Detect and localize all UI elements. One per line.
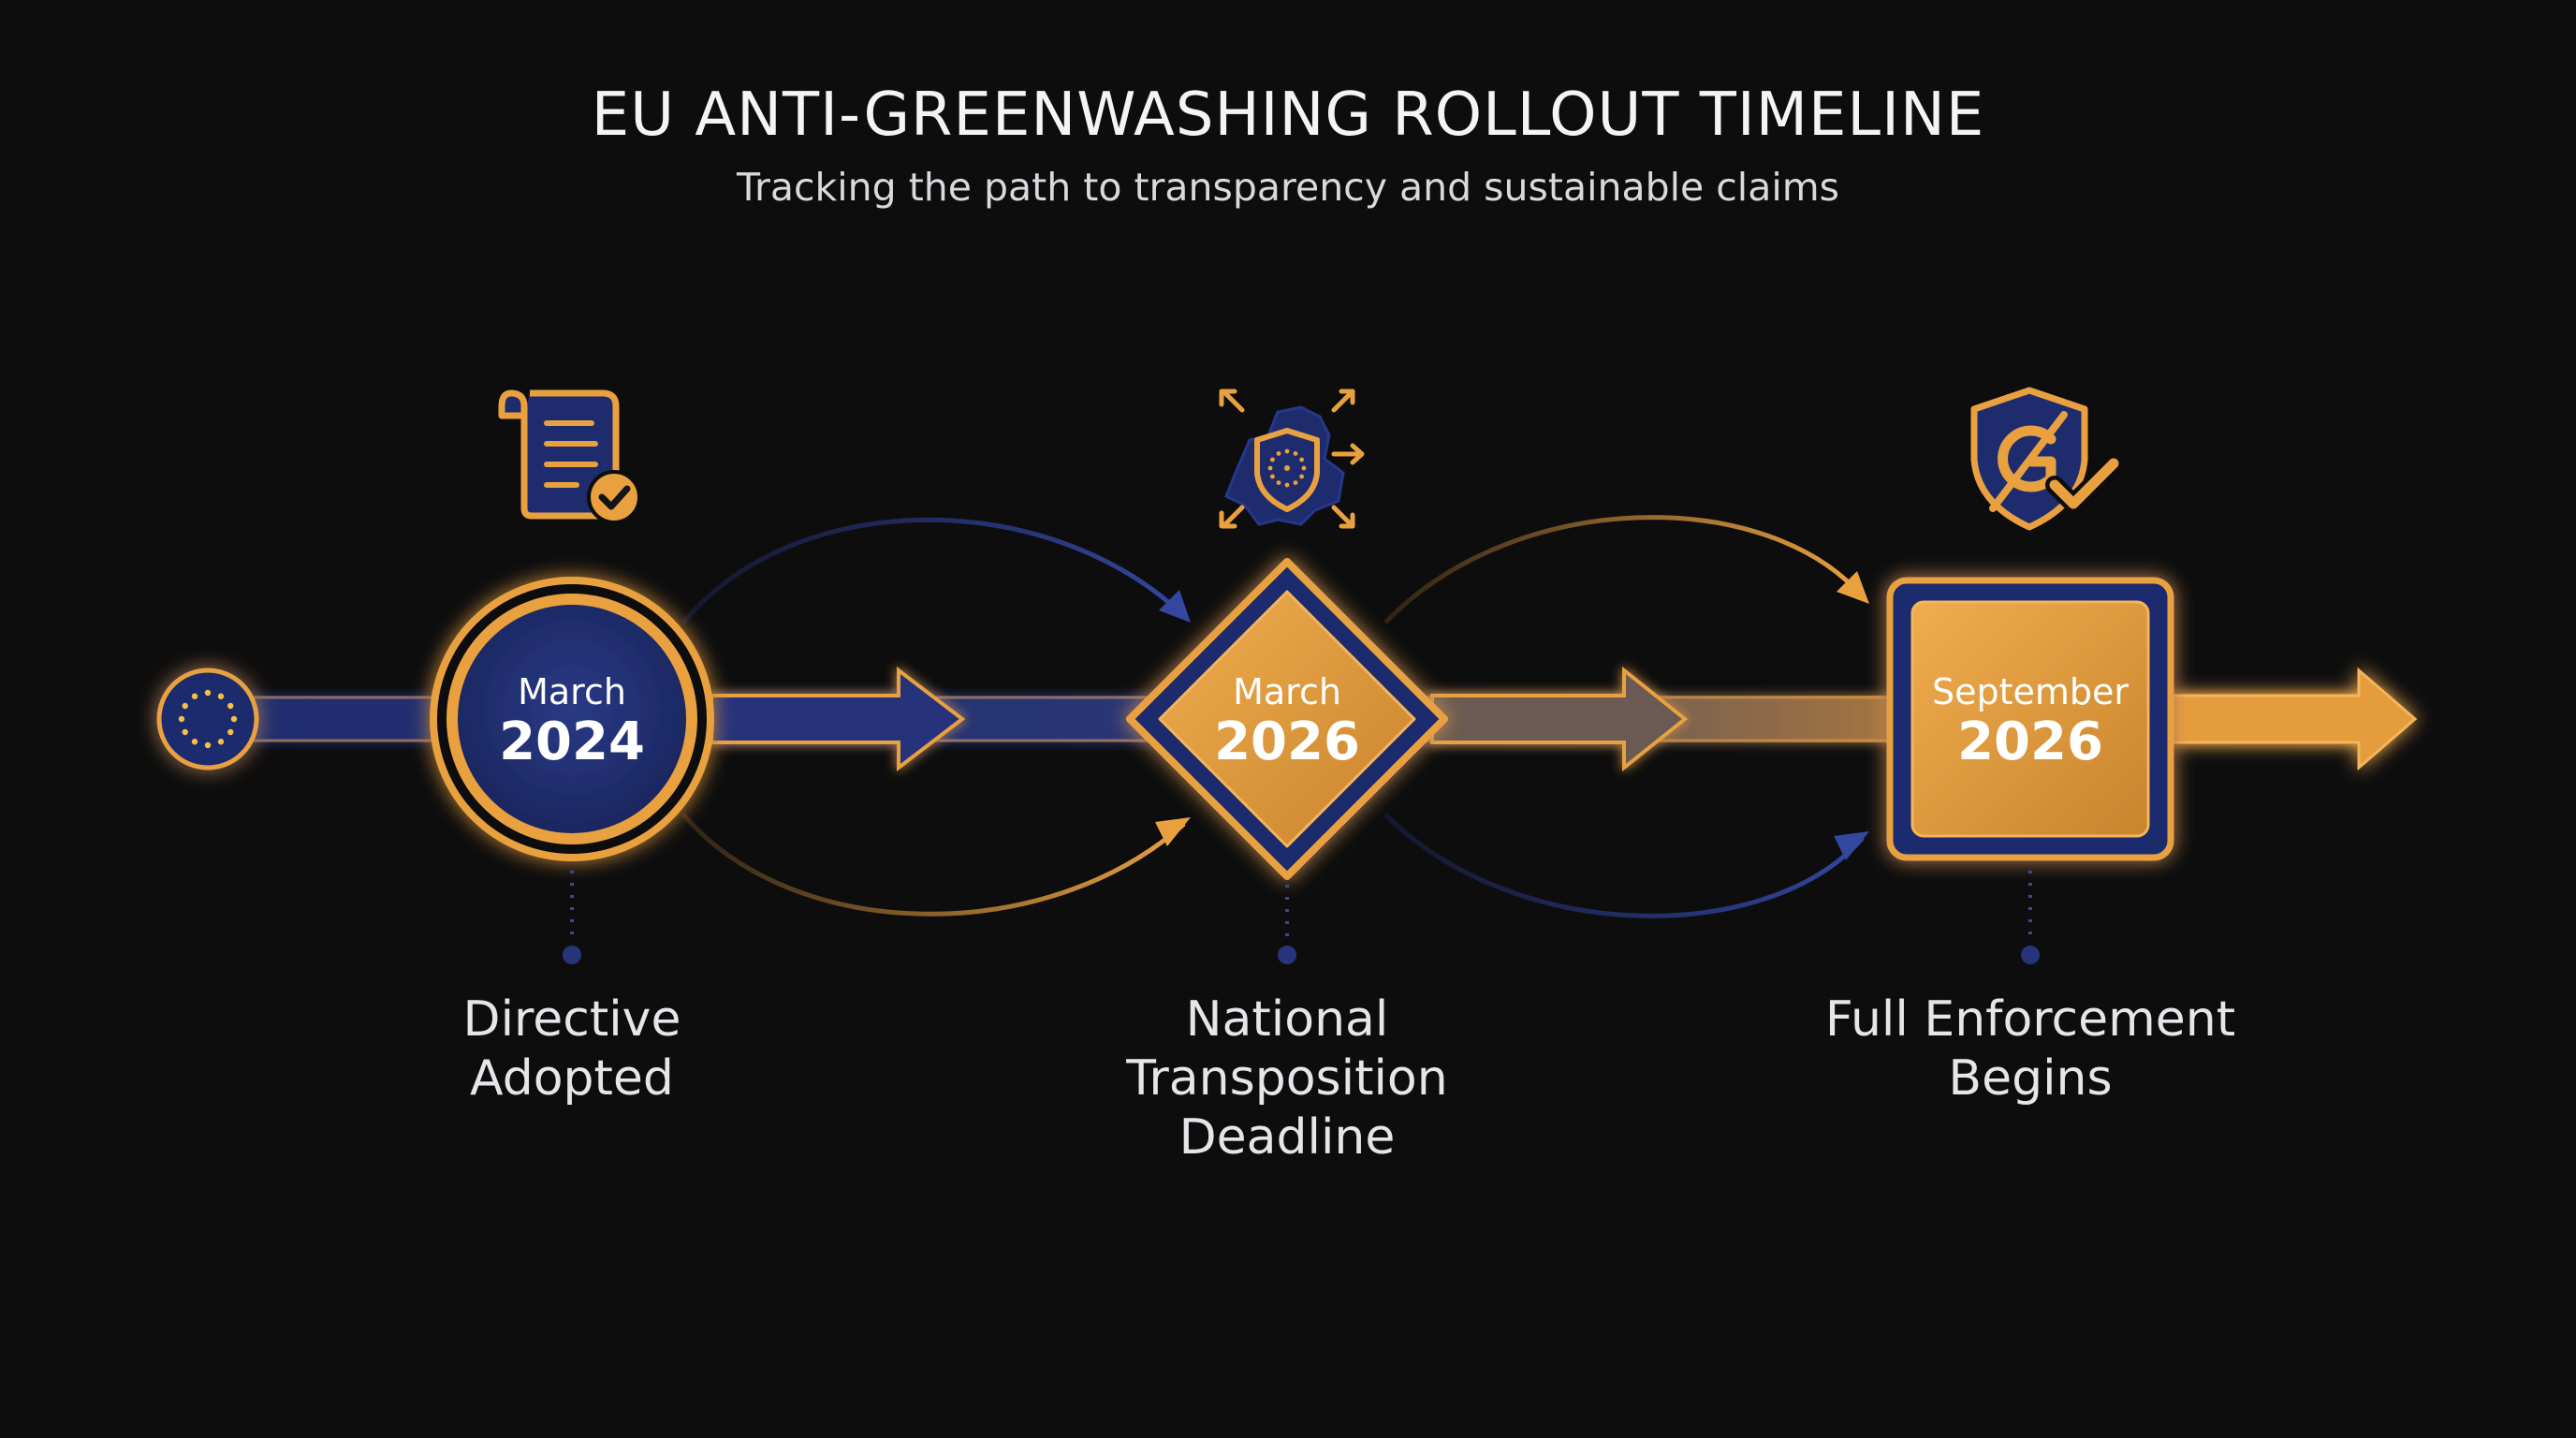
milestone-2-label: National Transposition Deadline (1006, 990, 1568, 1167)
band-arrow-2 (1430, 666, 1689, 772)
eu-star-icon (1293, 451, 1298, 456)
eu-star-icon (1301, 465, 1307, 471)
milestone-1-label: Directive Adopted (338, 990, 806, 1108)
page-title: EU ANTI-GREENWASHING ROLLOUT TIMELINE (591, 81, 1985, 150)
milestone-3-label-line: Full Enforcement (1824, 991, 2236, 1048)
leader-lines (563, 871, 2040, 964)
eu-star-icon (1293, 480, 1298, 485)
eu-star-icon (191, 693, 198, 699)
milestone-1-label-line: Adopted (470, 1050, 674, 1107)
arrowhead-top-2 (1837, 571, 1869, 604)
arc-top-1 (681, 517, 1186, 624)
page-subtitle: Tracking the path to transparency and su… (736, 165, 1840, 210)
milestone-1-circle (430, 577, 714, 861)
eu-star-icon (227, 728, 234, 736)
band-arrow-1 (710, 666, 966, 772)
milestone-3-label: Full Enforcement Begins (1749, 990, 2311, 1108)
eu-star-icon (1299, 474, 1304, 479)
arc-top-2 (1383, 515, 1865, 624)
milestone-2-label-line: National (1185, 991, 1389, 1048)
milestone-3-label-line: Begins (1948, 1050, 2113, 1107)
milestone-2-month: March (1233, 671, 1341, 712)
milestone-2-year: 2026 (1214, 712, 1360, 772)
arc-bottom-2 (1383, 813, 1865, 918)
eu-star-icon (178, 715, 185, 723)
eu-star-icon (204, 741, 212, 749)
connector-arcs (681, 515, 1865, 918)
document-check-icon (498, 389, 641, 524)
eu-star-icon (1284, 482, 1290, 488)
shield-check-icon (1970, 387, 2123, 531)
milestone-1-month: March (518, 671, 626, 712)
eu-star-icon (217, 693, 225, 699)
arrowhead-top-1 (1159, 590, 1191, 623)
arc-bottom-1 (681, 813, 1186, 917)
eu-star-icon (182, 728, 188, 736)
eu-star-icon (1284, 448, 1290, 454)
milestone-3-month: September (1931, 671, 2130, 712)
eu-star-icon (1276, 451, 1281, 456)
eu-star-icon (1276, 480, 1281, 485)
milestone-3-square (1886, 577, 2174, 861)
eu-map-shield-icon (1219, 389, 1365, 529)
milestone-2-diamond (1126, 558, 1448, 880)
milestone-1-year: 2024 (499, 712, 645, 772)
arrowhead-bottom-2 (1834, 831, 1869, 860)
eu-star-icon (1267, 465, 1273, 471)
milestone-3-year: 2026 (1957, 712, 2103, 772)
end-arrow (2170, 667, 2418, 771)
arrowhead-bottom-1 (1155, 817, 1191, 846)
eu-star-icon (217, 739, 225, 745)
eu-star-icon (1270, 457, 1275, 462)
eu-star-icon (230, 715, 238, 723)
milestone-2-label-line: Deadline (1178, 1109, 1396, 1166)
eu-star-icon (1270, 474, 1275, 479)
eu-flag-icon (156, 668, 259, 770)
milestone-1-label-line: Directive (462, 991, 681, 1048)
eu-star-icon (1299, 457, 1304, 462)
eu-star-icon (182, 702, 188, 710)
eu-star-icon (204, 689, 212, 697)
eu-star-icon (227, 702, 234, 710)
milestone-2-label-line: Transposition (1126, 1050, 1448, 1107)
arc-arrowheads (1155, 571, 1869, 860)
eu-star-icon (191, 739, 198, 745)
